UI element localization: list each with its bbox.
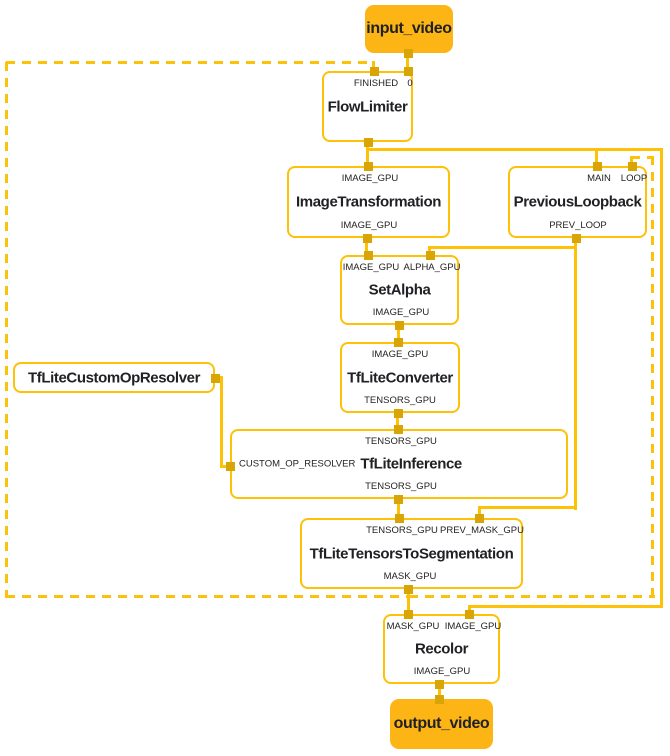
port-prevloopback-loop [628,162,637,171]
port-label-image-gpu-out: IMAGE_GPU [340,220,398,231]
port-label-main: MAIN [587,173,611,184]
node-tflite-tensors-to-segmentation[interactable]: TENSORS_GPU PREV_MASK_GPU TfLiteTensorsT… [300,518,524,589]
port-label-image-gpu-in: IMAGE_GPU [342,262,400,273]
stream-input-video[interactable]: input_video [365,5,453,53]
port-setalpha-image-in [364,251,373,260]
port-label-image-gpu-out: IMAGE_GPU [413,666,471,677]
port-label-alpha-gpu-in: ALPHA_GPU [403,262,461,273]
node-previous-loopback[interactable]: MAIN LOOP PreviousLoopback PREV_LOOP [508,166,647,238]
edge-prevloop-to-prevmask-h [478,506,577,509]
node-title: SetAlpha [368,281,431,299]
port-label-image-gpu-out: IMAGE_GPU [372,307,430,318]
node-tflite-custom-op-resolver[interactable]: TfLiteCustomOpResolver [13,362,215,393]
port-label-loop: LOOP [620,173,648,184]
port-segmentation-tensors-in [395,514,404,523]
port-label-zero: 0 [407,78,413,89]
node-title: Recolor [414,640,469,658]
edge-loop-left-dashed [5,62,8,598]
port-recolor-image-in [465,610,474,619]
port-label-image-gpu-in: IMAGE_GPU [371,349,429,360]
port-label-mask-gpu-out: MASK_GPU [383,571,437,582]
edge-prevloop-to-alpha-h [429,246,576,249]
edge-converter-to-inference [396,413,399,431]
node-title: TfLiteCustomOpResolver [27,369,201,386]
stream-output-video[interactable]: output_video [390,699,493,749]
port-input-video-out [404,49,413,58]
node-tflite-converter[interactable]: IMAGE_GPU TfLiteConverter TENSORS_GPU [340,342,460,413]
node-title: TfLiteTensorsToSegmentation [309,545,514,562]
port-label-prev-mask-gpu-in: PREV_MASK_GPU [440,525,524,536]
port-segmentation-prevmask-in [475,514,484,523]
node-tflite-inference[interactable]: TENSORS_GPU CUSTOM_OP_RESOLVER TfLiteInf… [230,429,568,499]
node-title: PreviousLoopback [513,193,642,211]
port-label-prev-loop: PREV_LOOP [549,220,607,231]
edge-loop-top-dashed [6,61,375,64]
port-resolver-out [211,374,220,383]
stream-input-video-label: input_video [366,20,452,37]
edge-imagetransform-to-setalpha [365,238,368,257]
port-prevloopback-main [593,162,602,171]
edge-recolor-to-output [438,684,441,701]
node-title: FlowLimiter [327,98,408,115]
edge-trunk-right [367,148,663,151]
edge-prevloop-down [574,238,577,510]
port-converter-in [394,338,403,347]
port-flowlimiter-out [364,138,373,147]
edge-mask-to-recolor [407,589,410,616]
port-flowlimiter-0 [404,67,413,76]
node-flow-limiter[interactable]: FINISHED 0 FlowLimiter [322,71,413,142]
edge-loop-bottom-right-dashed [409,595,655,598]
port-flowlimiter-finished [370,67,379,76]
port-segmentation-out [404,585,413,594]
edge-flowlimiter-out [366,142,369,168]
node-set-alpha[interactable]: IMAGE_GPU ALPHA_GPU SetAlpha IMAGE_GPU [340,255,461,325]
edge-to-main [595,150,598,168]
port-label-image-gpu-in: IMAGE_GPU [341,173,399,184]
port-inference-out [394,495,403,504]
port-label-tensors-gpu-out: TENSORS_GPU [365,481,437,492]
port-label-tensors-gpu-in: TENSORS_GPU [366,525,438,536]
node-image-transformation[interactable]: IMAGE_GPU ImageTransformation IMAGE_GPU [287,166,450,238]
port-inference-in [394,425,403,434]
node-title: TfLiteInference [360,455,462,473]
port-setalpha-alpha-in [426,251,435,260]
node-title: ImageTransformation [296,193,441,211]
port-label-tensors-gpu-in: TENSORS_GPU [365,436,437,447]
edge-right-vertical [660,148,663,608]
port-prevloopback-out [572,234,581,243]
edge-loop-to-finished-dashed [372,61,375,72]
edge-loop-to-loopport-h-dashed [631,156,653,159]
port-recolor-out [435,680,444,689]
node-recolor[interactable]: MASK_GPU IMAGE_GPU Recolor IMAGE_GPU [383,614,502,684]
port-label-finished: FINISHED [353,78,399,89]
port-label-custom-op-resolver: CUSTOM_OP_RESOLVER [239,458,356,470]
edge-loop-to-loopport-v-dashed [630,156,633,167]
edge-prevloop-to-prevmask-v [478,506,481,520]
edge-setalpha-to-converter [397,325,400,344]
port-recolor-mask-in [404,610,413,619]
edge-loop-bottom-left-dashed [6,595,409,598]
edge-input-to-flowlimiter [406,53,409,73]
port-imagetransform-out [363,234,372,243]
port-converter-out [394,409,403,418]
edge-inference-to-segmentation [397,499,400,520]
port-inference-side-in [226,462,235,471]
port-imagetransform-in [364,162,373,171]
stream-output-video-label: output_video [393,715,490,732]
edge-resolver-v [220,376,223,468]
port-setalpha-out [395,321,404,330]
port-label-image-gpu-in: IMAGE_GPU [444,621,502,632]
edge-to-recolor-image-h [469,605,662,608]
port-label-tensors-gpu-out: TENSORS_GPU [364,395,436,406]
port-output-video-in [435,695,444,704]
node-title: TfLiteConverter [347,369,453,386]
port-label-mask-gpu-in: MASK_GPU [386,621,440,632]
edge-loop-right-dashed [651,156,654,598]
